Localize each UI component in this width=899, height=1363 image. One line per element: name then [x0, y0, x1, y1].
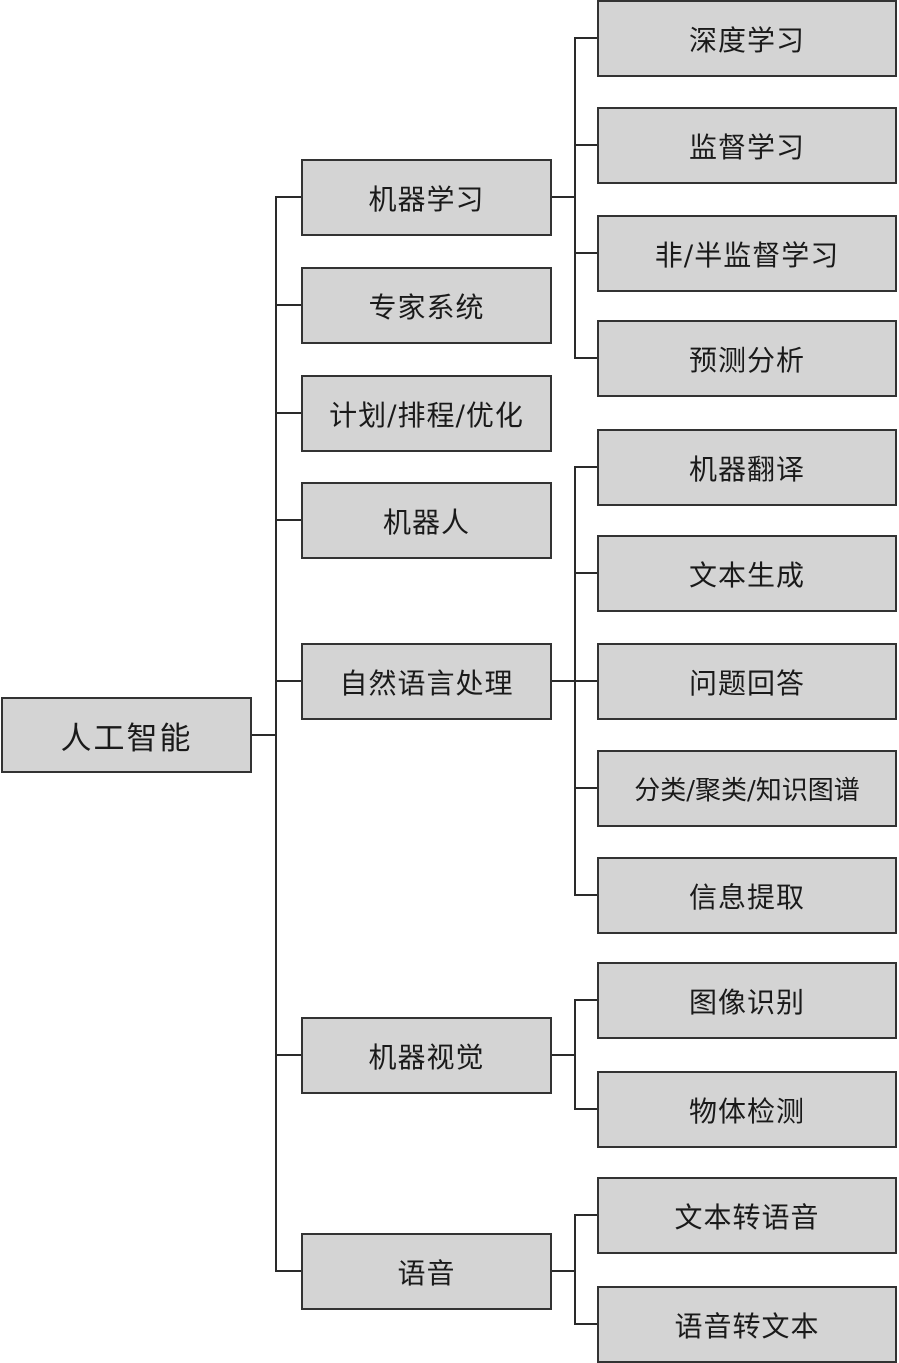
- leaf-node-deep-learning: 深度学习: [597, 0, 897, 77]
- leaf-node-question-answering: 问题回答: [597, 643, 897, 720]
- connector-speech-trunk: [574, 1214, 576, 1325]
- connector-nlp-leaf-2: [574, 572, 598, 574]
- connector-branch-3: [275, 412, 301, 414]
- connector-ml-leaf-2: [574, 144, 598, 146]
- category-node-robotics: 机器人: [301, 482, 552, 559]
- connector-ml-stub: [551, 196, 575, 198]
- connector-root-stub: [251, 734, 276, 736]
- leaf-node-object-detection: 物体检测: [597, 1071, 897, 1148]
- connector-ml-leaf-3: [574, 252, 598, 254]
- connector-ml-leaf-1: [574, 37, 598, 39]
- connector-branch-7: [275, 1270, 301, 1272]
- leaf-node-machine-translation: 机器翻译: [597, 429, 897, 506]
- connector-nlp-leaf-3: [574, 680, 598, 682]
- leaf-node-supervised-learning: 监督学习: [597, 107, 897, 184]
- connector-branch-5: [275, 680, 301, 682]
- leaf-node-text-to-speech: 文本转语音: [597, 1177, 897, 1254]
- category-node-planning: 计划/排程/优化: [301, 375, 552, 452]
- connector-speech-leaf-1: [574, 1214, 598, 1216]
- connector-nlp-leaf-1: [574, 466, 598, 468]
- connector-root-trunk: [275, 196, 277, 1272]
- category-node-expert-system: 专家系统: [301, 267, 552, 344]
- connector-branch-6: [275, 1054, 301, 1056]
- category-node-speech: 语音: [301, 1233, 552, 1310]
- leaf-node-image-recognition: 图像识别: [597, 962, 897, 1039]
- leaf-node-text-generation: 文本生成: [597, 535, 897, 612]
- connector-nlp-leaf-5: [574, 894, 598, 896]
- leaf-node-unsupervised-learning: 非/半监督学习: [597, 215, 897, 292]
- connector-cv-stub: [551, 1054, 575, 1056]
- category-node-nlp: 自然语言处理: [301, 643, 552, 720]
- connector-branch-2: [275, 304, 301, 306]
- connector-ml-trunk: [574, 37, 576, 359]
- connector-cv-trunk: [574, 999, 576, 1110]
- connector-ml-leaf-4: [574, 357, 598, 359]
- leaf-node-predictive-analytics: 预测分析: [597, 320, 897, 397]
- connector-branch-4: [275, 519, 301, 521]
- category-node-machine-learning: 机器学习: [301, 159, 552, 236]
- connector-speech-leaf-2: [574, 1323, 598, 1325]
- connector-nlp-leaf-4: [574, 787, 598, 789]
- category-node-computer-vision: 机器视觉: [301, 1017, 552, 1094]
- connector-cv-leaf-1: [574, 999, 598, 1001]
- connector-cv-leaf-2: [574, 1108, 598, 1110]
- connector-branch-1: [275, 196, 301, 198]
- leaf-node-classification-clustering: 分类/聚类/知识图谱: [597, 750, 897, 827]
- leaf-node-speech-to-text: 语音转文本: [597, 1286, 897, 1363]
- leaf-node-information-extraction: 信息提取: [597, 857, 897, 934]
- connector-speech-stub: [551, 1270, 575, 1272]
- root-node: 人工智能: [1, 697, 252, 773]
- connector-nlp-stub: [551, 680, 575, 682]
